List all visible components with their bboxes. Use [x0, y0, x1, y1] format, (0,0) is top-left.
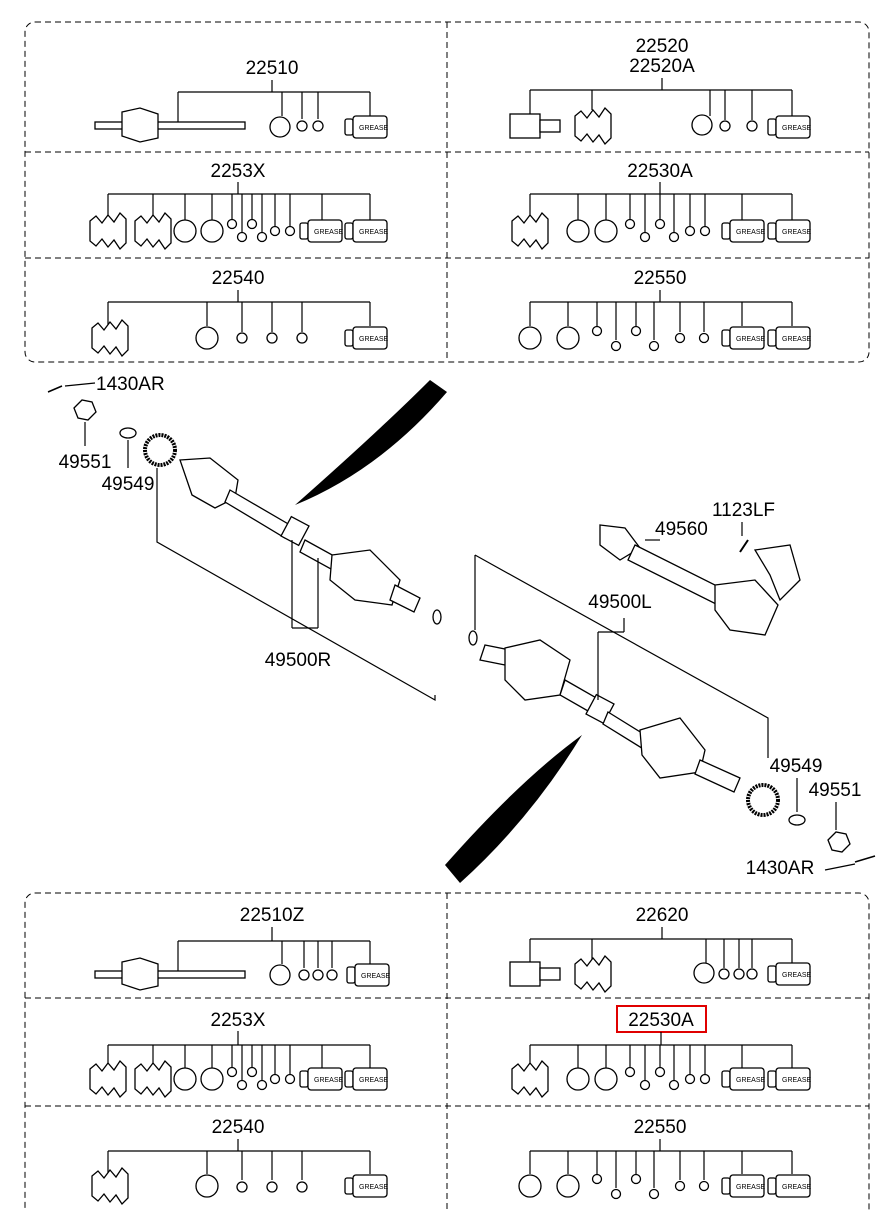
- drive-shaft-area: 1430AR 49551 49549 49500R: [47, 374, 876, 883]
- kit-2253x-bottom[interactable]: 2253X: [89, 1010, 388, 1098]
- label-2253x[interactable]: 2253X: [211, 1010, 266, 1031]
- top-kit-panel: 22510 22520 22520A 2253X: [24, 21, 870, 363]
- grease-label: GREASE: [782, 336, 812, 343]
- label-49560[interactable]: 49560: [655, 519, 708, 540]
- label-1430ar-left[interactable]: 1430AR: [746, 858, 815, 879]
- bottom-kit-panel: 22510Z 22620 2253X: [24, 892, 870, 1216]
- kit-22540-bottom[interactable]: 22540: [91, 1117, 388, 1205]
- grease-label: GREASE: [361, 973, 391, 980]
- grease-label: GREASE: [359, 125, 389, 132]
- grease-label: GREASE: [314, 1077, 344, 1084]
- label-22550[interactable]: 22550: [634, 268, 687, 289]
- kit-22530a-top[interactable]: 22530A: [511, 161, 811, 250]
- label-2253x[interactable]: 2253X: [211, 161, 266, 182]
- grease-label: GREASE: [782, 1077, 812, 1084]
- grease-label: GREASE: [359, 1077, 389, 1084]
- label-22550[interactable]: 22550: [634, 1117, 687, 1138]
- label-22510z[interactable]: 22510Z: [240, 905, 305, 926]
- label-22510[interactable]: 22510: [246, 58, 299, 79]
- grease-label: GREASE: [782, 229, 812, 236]
- grease-label: GREASE: [314, 229, 344, 236]
- direction-wedge-upper: [295, 380, 447, 505]
- label-49551-left[interactable]: 49551: [809, 780, 862, 801]
- kit-22510[interactable]: 22510: [94, 58, 388, 143]
- label-22520[interactable]: 22520: [636, 36, 689, 57]
- label-22530a-highlighted[interactable]: 22530A: [628, 1010, 694, 1031]
- grease-label: GREASE: [359, 336, 389, 343]
- shaft-49500l[interactable]: 49500L 49549 49551 1430AR: [468, 554, 876, 879]
- grease-label: GREASE: [782, 1184, 812, 1191]
- label-1430ar-right[interactable]: 1430AR: [96, 374, 165, 395]
- kit-22520[interactable]: 22520 22520A: [509, 36, 811, 145]
- label-22520a[interactable]: 22520A: [629, 56, 695, 77]
- kit-22620[interactable]: 22620: [509, 905, 811, 993]
- shaft-49500r[interactable]: 1430AR 49551 49549 49500R: [47, 374, 442, 702]
- kit-22550-top[interactable]: 22550: [518, 268, 811, 352]
- grease-label: GREASE: [359, 229, 389, 236]
- grease-label: GREASE: [782, 125, 812, 132]
- label-49549-left[interactable]: 49549: [770, 756, 823, 777]
- label-49500r[interactable]: 49500R: [265, 650, 332, 671]
- kit-22530a-bottom[interactable]: 22530A: [511, 1005, 811, 1098]
- label-1123lf[interactable]: 1123LF: [712, 500, 775, 521]
- grease-label: GREASE: [782, 972, 812, 979]
- grease-label: GREASE: [736, 1184, 766, 1191]
- grease-label: GREASE: [736, 336, 766, 343]
- label-22620[interactable]: 22620: [636, 905, 689, 926]
- kit-22540-top[interactable]: 22540: [91, 268, 388, 357]
- direction-wedge-lower: [445, 735, 582, 883]
- label-22540[interactable]: 22540: [212, 268, 265, 289]
- label-49551-right[interactable]: 49551: [59, 452, 112, 473]
- grease-labels: GREASE GREASE GREASE GREASE GREASE GREAS…: [314, 125, 812, 1191]
- grease-label: GREASE: [736, 229, 766, 236]
- kit-2253x-top[interactable]: 2253X: [89, 161, 388, 250]
- kit-22510z[interactable]: 22510Z: [94, 905, 390, 991]
- kit-22550-bottom[interactable]: 22550: [518, 1117, 811, 1200]
- label-22530a[interactable]: 22530A: [627, 161, 693, 182]
- label-49549-right[interactable]: 49549: [102, 474, 155, 495]
- shaft-49560[interactable]: 49560 1123LF: [599, 500, 801, 636]
- label-22540[interactable]: 22540: [212, 1117, 265, 1138]
- grease-label: GREASE: [736, 1077, 766, 1084]
- label-49500l[interactable]: 49500L: [588, 592, 651, 613]
- grease-label: GREASE: [359, 1184, 389, 1191]
